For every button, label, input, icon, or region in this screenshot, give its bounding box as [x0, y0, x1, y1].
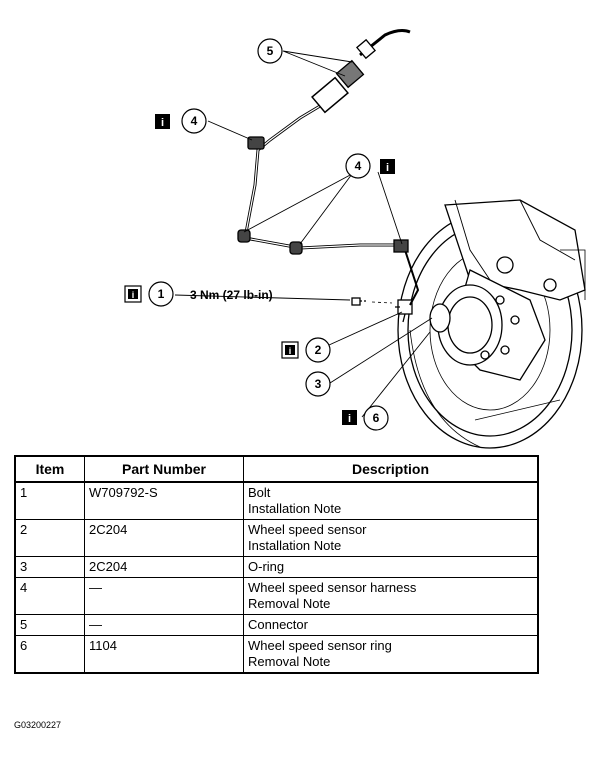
cell-part-number: 2C204	[84, 519, 244, 557]
description-line: Bolt	[248, 485, 271, 500]
cell-item: 2	[14, 519, 85, 557]
description-note: Installation Note	[248, 501, 342, 516]
callout-4-clips: 4 i	[345, 153, 395, 179]
header-part-number: Part Number	[84, 455, 244, 483]
svg-text:6: 6	[373, 411, 380, 425]
sensor-ring	[429, 303, 451, 333]
cell-item: 4	[14, 577, 85, 615]
callout-6: i 6	[342, 405, 389, 431]
description-line: Connector	[248, 617, 308, 632]
cell-part-number: W709792-S	[84, 481, 244, 520]
svg-text:2: 2	[315, 343, 322, 357]
cell-item: 6	[14, 635, 85, 674]
svg-text:1: 1	[158, 287, 165, 301]
callout-2: i 2	[281, 337, 331, 363]
info-box-icon	[155, 114, 170, 129]
svg-text:4: 4	[355, 159, 362, 173]
description-line: Wheel speed sensor harness	[248, 580, 417, 595]
svg-text:i: i	[289, 346, 292, 356]
sensor-harness	[243, 98, 420, 306]
svg-text:4: 4	[191, 114, 198, 128]
info-box-icon	[342, 410, 357, 425]
description-line: Wheel speed sensor	[248, 522, 367, 537]
sensor-bolt	[351, 297, 393, 306]
exploded-diagram: 5 i 4 4 i i 1 3 Nm (27 lb-in) i 2	[124, 29, 586, 449]
cell-part-number: 2C204	[84, 556, 244, 578]
description-line: Wheel speed sensor ring	[248, 638, 392, 653]
cell-part-number: —	[84, 614, 244, 636]
table-row: 3 2C204 O-ring	[14, 556, 539, 578]
harness-connector	[311, 29, 411, 114]
cell-description: O-ring	[243, 556, 539, 578]
cell-part-number: 1104	[84, 635, 244, 674]
torque-spec: 3 Nm (27 lb-in)	[190, 288, 273, 302]
svg-text:3: 3	[315, 377, 322, 391]
cell-item: 1	[14, 481, 85, 520]
steering-knuckle	[437, 269, 546, 381]
figure-id: G03200227	[14, 720, 62, 730]
svg-text:i: i	[348, 413, 351, 425]
description-note: Removal Note	[248, 654, 331, 669]
table-header-row: Item Part Number Description	[14, 455, 539, 483]
header-item: Item	[14, 455, 85, 483]
callout-3: 3	[305, 371, 331, 397]
callout-4-harness: i 4	[155, 108, 207, 134]
cell-item: 5	[14, 614, 85, 636]
description-note: Installation Note	[248, 538, 342, 553]
cell-part-number: —	[84, 577, 244, 615]
cell-description: Connector	[243, 614, 539, 636]
svg-text:i: i	[132, 290, 135, 300]
description-note: Removal Note	[248, 596, 331, 611]
table-row: 5 — Connector	[14, 614, 539, 636]
description-line: O-ring	[248, 559, 285, 574]
cell-item: 3	[14, 556, 85, 578]
harness-clips	[237, 136, 409, 255]
svg-text:5: 5	[267, 44, 274, 58]
svg-text:i: i	[386, 162, 389, 174]
parts-table: Item Part Number Description 1 W709792-S…	[14, 455, 539, 674]
info-box-icon	[380, 159, 395, 174]
svg-text:i: i	[161, 117, 164, 129]
callout-1: i 1 3 Nm (27 lb-in)	[124, 281, 273, 307]
wheel-speed-sensor	[395, 299, 413, 323]
header-description: Description	[243, 455, 539, 483]
callout-5: 5	[257, 38, 283, 64]
